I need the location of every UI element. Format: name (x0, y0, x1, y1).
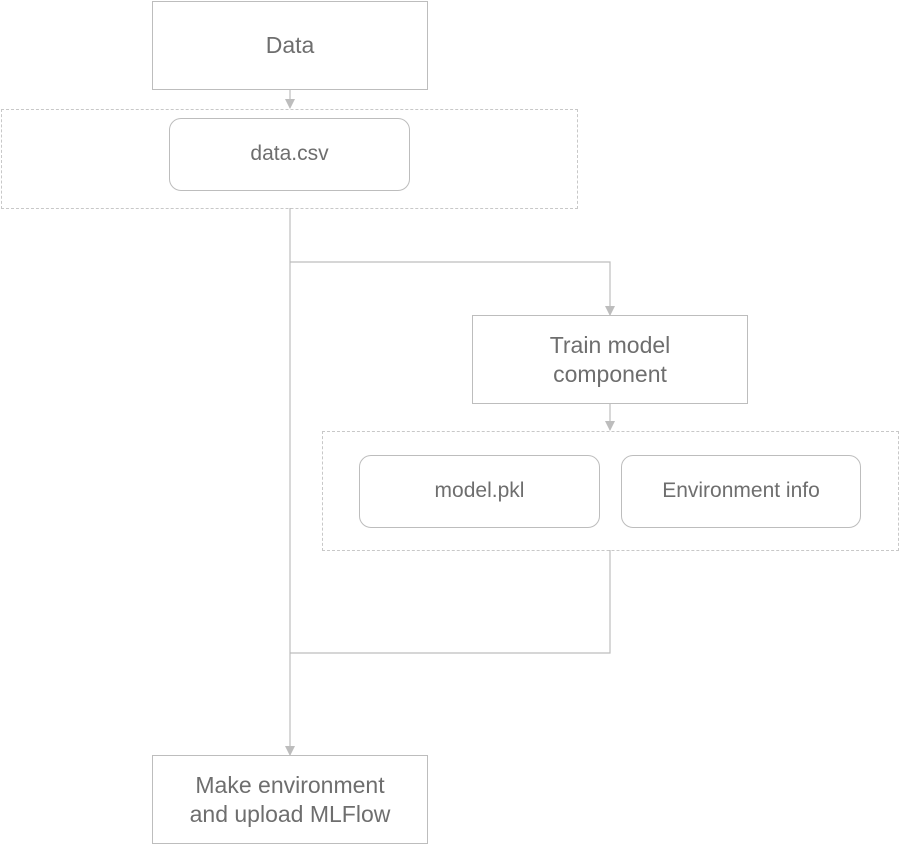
merge-to-trunk (290, 550, 611, 654)
make-environment-node: Make environment and upload MLFlow (152, 755, 428, 844)
make-environment-label-line1: Make environment (195, 771, 385, 798)
train-model-label-line2: component (553, 360, 667, 387)
model-artifacts-group (322, 431, 899, 551)
model-pkl-node: model.pkl (359, 455, 600, 528)
make-environment-label-line2: and upload MLFlow (189, 800, 391, 827)
train-model-label-line1: Train model (549, 331, 671, 358)
data-node-label: Data (265, 32, 315, 59)
data-node: Data (152, 1, 428, 90)
train-model-node: Train model component (472, 315, 748, 404)
environment-info-label: Environment info (662, 479, 820, 503)
data-csv-node: data.csv (169, 118, 410, 191)
branch-to-train (290, 261, 615, 316)
data-csv-label: data.csv (250, 142, 329, 166)
model-pkl-label: model.pkl (434, 479, 525, 503)
environment-info-node: Environment info (621, 455, 861, 528)
data-artifacts-group (1, 109, 578, 209)
